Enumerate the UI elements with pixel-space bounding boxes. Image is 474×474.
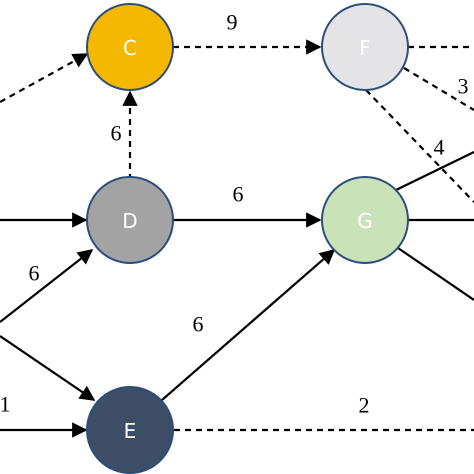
- edge-f-offscreen-mid: [403, 67, 474, 111]
- node-e[interactable]: E: [86, 386, 174, 474]
- node-e-label: E: [124, 419, 137, 443]
- edge-g-offscreen-up: [395, 151, 474, 191]
- node-e-circle: [86, 386, 174, 474]
- node-f-label: F: [359, 36, 371, 60]
- weight-e-to-g: 6: [193, 312, 204, 337]
- node-d-label: D: [122, 209, 137, 233]
- edge-left-to-d: [0, 249, 94, 323]
- node-c-circle: [86, 3, 174, 91]
- node-d-circle: [86, 176, 174, 264]
- weight-f-offscreen-mid: 3: [458, 74, 469, 99]
- edges: [0, 39, 474, 438]
- edge-f-offscreen-low: [365, 89, 474, 203]
- node-g-label: G: [357, 209, 373, 233]
- weight-d-to-c: 6: [111, 121, 122, 146]
- node-f-circle: [321, 3, 409, 91]
- node-c-label: C: [123, 36, 137, 60]
- weight-left-to-d: 6: [29, 261, 40, 286]
- weight-d-to-g: 6: [233, 182, 244, 207]
- edge-g-offscreen-down: [397, 247, 474, 301]
- edge-left-to-e: [0, 335, 96, 401]
- weight-g-offscreen-up: 4: [434, 135, 445, 160]
- node-c[interactable]: C: [86, 3, 174, 91]
- node-d[interactable]: D: [86, 176, 174, 264]
- weight-e-offscreen-right: 2: [359, 393, 370, 418]
- edge-offscreen-to-c: [0, 53, 89, 103]
- weight-c-to-f: 9: [227, 10, 238, 35]
- node-f[interactable]: F: [321, 3, 409, 91]
- node-g-circle: [321, 176, 409, 264]
- node-g[interactable]: G: [321, 176, 409, 264]
- weight-offscreen-to-e: 1: [0, 392, 11, 417]
- edge-weights: 9 3 6 4 6 6 6 1 2: [0, 10, 469, 418]
- edge-e-to-g: [161, 248, 336, 401]
